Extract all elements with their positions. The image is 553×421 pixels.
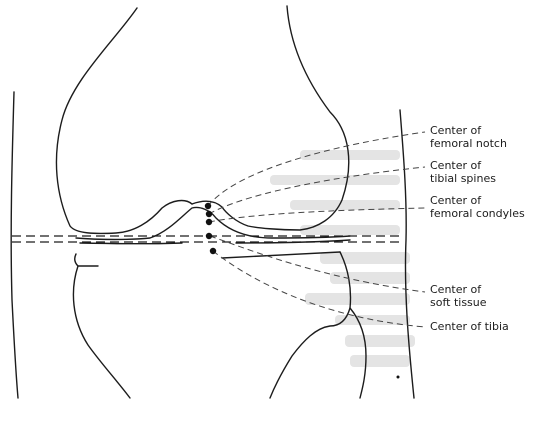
label-femoral-notch: Center of femoral notch xyxy=(430,124,507,150)
marker-tibia xyxy=(210,248,216,254)
marker-femoral-condyles xyxy=(206,219,212,225)
marker-tibial-spines xyxy=(206,211,212,217)
label-tibia: Center of tibia xyxy=(430,320,509,333)
label-soft-tissue: Center of soft tissue xyxy=(430,283,487,309)
label-femoral-condyles-line2: femoral condyles xyxy=(430,207,525,220)
label-tibial-spines: Center of tibial spines xyxy=(430,159,496,185)
left-soft-tissue-line xyxy=(11,92,18,398)
tibia-medial-shaft xyxy=(73,266,130,398)
marker-soft-tissue xyxy=(206,233,212,239)
femur-lateral-outline xyxy=(192,6,349,230)
marker-femoral-notch xyxy=(205,203,211,209)
label-tibia-line1: Center of tibia xyxy=(430,320,509,333)
label-tibial-spines-line1: Center of xyxy=(430,159,496,172)
label-femoral-notch-line1: Center of xyxy=(430,124,507,137)
femur-medial-outline xyxy=(56,8,192,233)
label-femoral-condyles: Center of femoral condyles xyxy=(430,194,525,220)
tibia-upper-outline xyxy=(75,252,340,266)
leader-line-femoral-notch xyxy=(208,132,425,206)
stray-mark xyxy=(397,376,400,379)
label-femoral-notch-line2: femoral notch xyxy=(430,137,507,150)
leader-line-femoral-condyles xyxy=(209,208,425,222)
label-soft-tissue-line2: soft tissue xyxy=(430,296,487,309)
label-femoral-condyles-line1: Center of xyxy=(430,194,525,207)
label-soft-tissue-line1: Center of xyxy=(430,283,487,296)
label-tibial-spines-line2: tibial spines xyxy=(430,172,496,185)
